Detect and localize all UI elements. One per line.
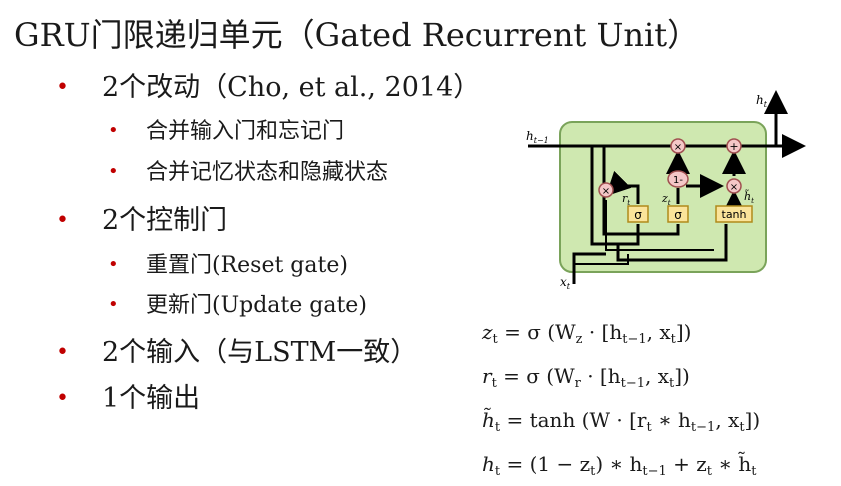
bullet-merge-states: • 合并记忆状态和隐藏状态: [108, 158, 389, 188]
reset-mult-op: ×: [598, 182, 614, 198]
top-mult-op: ×: [670, 138, 686, 154]
tanh-label: tanh: [722, 208, 747, 221]
h-out-label: ht: [756, 93, 768, 109]
equation-z: zt = σ (Wz · [ht−1, xt]): [482, 320, 692, 347]
one-minus-label: 1-: [673, 175, 683, 186]
x-feed: [574, 254, 629, 265]
sigma-reset-label: σ: [634, 208, 642, 222]
bullet-dot: •: [56, 75, 69, 100]
plus-op: +: [726, 138, 742, 154]
bullet-dot: •: [56, 340, 69, 365]
top-mult-label: ×: [674, 142, 682, 153]
bullet-text: 1个输出: [102, 383, 201, 414]
bullet-output: • 1个输出: [56, 382, 201, 416]
plus-label: +: [729, 140, 738, 153]
r-label: rt: [622, 192, 630, 207]
bullet-dot: •: [56, 386, 69, 411]
sigma-reset-gate: σ: [627, 205, 649, 223]
bullet-text: 2个控制门: [102, 205, 228, 236]
slide-title: GRU门限递归单元（Gated Recurrent Unit）: [14, 16, 700, 54]
sigma-update-label: σ: [674, 208, 682, 222]
one-minus-op: 1-: [667, 170, 689, 188]
bullet-text: 合并输入门和忘记门: [146, 119, 345, 144]
bullet-dot: •: [56, 208, 69, 233]
equation-h: ht = (1 − zt) ∗ ht−1 + zt ∗ h̃t: [482, 452, 757, 479]
tanh-gate: tanh: [715, 205, 753, 223]
h-tilde-label: h̃t: [744, 190, 754, 205]
right-mult-label: ×: [730, 182, 738, 193]
equation-r: rt = σ (Wr · [ht−1, xt]): [482, 364, 690, 391]
reset-mult-label: ×: [602, 186, 610, 197]
gru-cell-svg: × × 1- × + σ σ tanh: [526, 90, 806, 291]
bullet-reset-gate: • 重置门(Reset gate): [108, 251, 348, 281]
bullet-dot: •: [108, 120, 119, 141]
sigma-update-gate: σ: [667, 205, 689, 223]
bullet-dot: •: [108, 161, 119, 182]
bullet-text: 2个输入（与LSTM一致）: [102, 337, 418, 368]
h-feed-1: [580, 144, 640, 246]
bullet-inputs: • 2个输入（与LSTM一致）: [56, 336, 418, 370]
bullet-text: 2个改动（Cho, et al., 2014）: [102, 72, 481, 103]
mult-to-tanh: [605, 200, 714, 251]
equation-h-tilde: h̃t = tanh (W · [rt ∗ ht−1, xt]): [482, 408, 761, 435]
gru-cell-diagram: × × 1- × + σ σ tanh: [518, 84, 818, 294]
bullet-update-gate: • 更新门(Update gate): [108, 291, 367, 321]
bullet-dot: •: [108, 254, 119, 275]
x-in-label: xt: [560, 275, 571, 291]
z-label: zt: [661, 192, 671, 207]
right-mult-op: ×: [726, 178, 742, 194]
bullet-text: 更新门(Update gate): [146, 293, 367, 318]
bullet-changes: • 2个改动（Cho, et al., 2014）: [56, 71, 481, 105]
h-prev-label: ht−1: [526, 129, 549, 145]
bullet-text: 合并记忆状态和隐藏状态: [146, 160, 389, 185]
bullet-control-gates: • 2个控制门: [56, 204, 228, 238]
bullet-merge-gates: • 合并输入门和忘记门: [108, 117, 345, 147]
h-feed-3: [616, 224, 728, 262]
bullet-text: 重置门(Reset gate): [146, 253, 348, 278]
bullet-dot: •: [108, 294, 119, 315]
